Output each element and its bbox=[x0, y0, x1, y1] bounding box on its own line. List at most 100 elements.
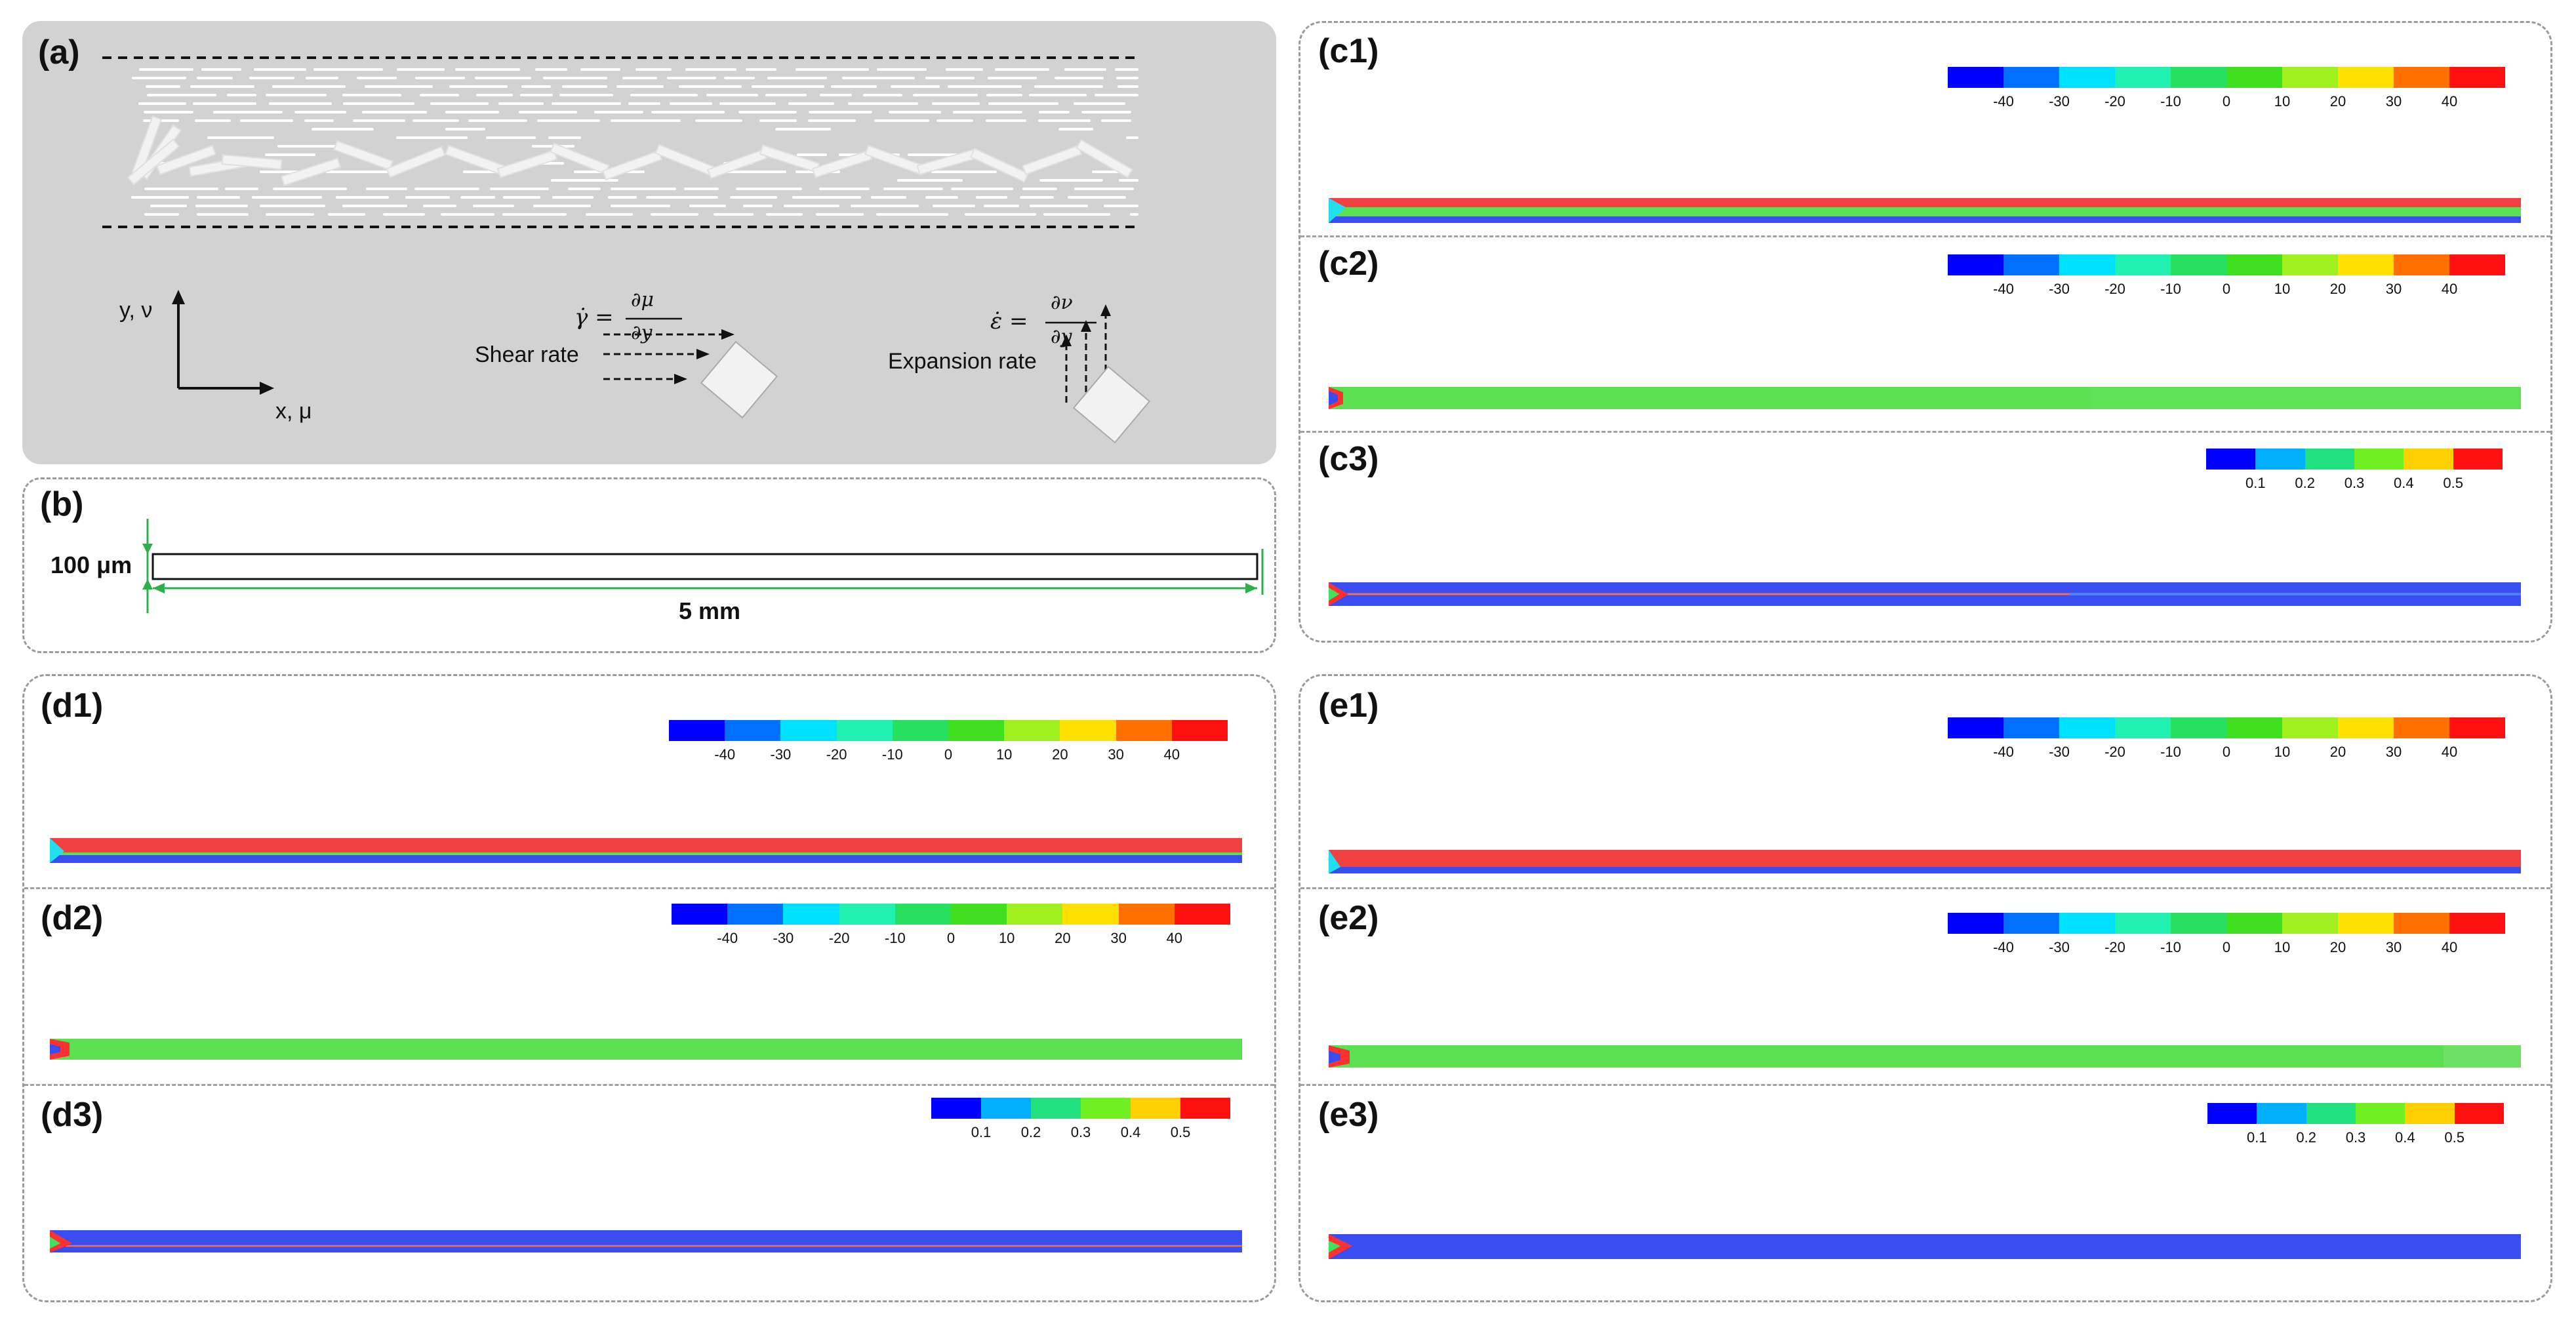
fiber-rod bbox=[1076, 139, 1133, 178]
fiber-rod bbox=[445, 144, 505, 176]
expansion-rate-denominator: ∂y bbox=[1051, 325, 1072, 348]
colorbar-tick-label: -10 bbox=[884, 930, 906, 946]
colorbar-d3 bbox=[931, 1098, 1230, 1119]
colorbar-cell bbox=[2306, 1103, 2356, 1124]
colorbar-tick-label: 0 bbox=[2222, 939, 2231, 955]
colorbar-tick-label: 0.4 bbox=[2394, 475, 2414, 491]
fiber-rod bbox=[280, 157, 342, 186]
fiber-segments bbox=[131, 68, 1138, 216]
colorbar-cell bbox=[2338, 67, 2394, 88]
colorbar-cell bbox=[1948, 67, 2003, 88]
colorbar-cell bbox=[2453, 449, 2503, 470]
fiber-rod bbox=[550, 142, 610, 175]
fiber-rod bbox=[221, 154, 283, 170]
colorbar-tick-label: 40 bbox=[2441, 93, 2458, 110]
colorbar-tick-label: -30 bbox=[2049, 744, 2070, 760]
colorbar-cell bbox=[1948, 913, 2003, 934]
colorbar-e2 bbox=[1948, 913, 2505, 934]
colorbar-tick-label: 10 bbox=[2274, 281, 2291, 297]
colorbar-tick-label: 0.2 bbox=[2295, 475, 2315, 491]
colorbar-tick-label: 40 bbox=[1163, 746, 1180, 763]
colorbar-cell bbox=[2207, 1103, 2257, 1124]
colorbar-cell bbox=[2171, 717, 2226, 738]
field-d1-shear-rate bbox=[50, 838, 1242, 863]
colorbar-cell bbox=[783, 904, 839, 925]
shear-rate-label: Shear rate bbox=[475, 342, 579, 367]
colorbar-cell bbox=[2206, 449, 2256, 470]
colorbar-cell bbox=[2394, 913, 2449, 934]
colorbar-cell bbox=[948, 720, 1005, 741]
colorbar-cell bbox=[2449, 717, 2505, 738]
colorbar-cell bbox=[2405, 1103, 2455, 1124]
colorbar-cell bbox=[931, 1098, 981, 1119]
shear-element bbox=[700, 340, 778, 419]
panel-label-a: (a) bbox=[38, 33, 80, 71]
colorbar-tick-label: 20 bbox=[2329, 281, 2346, 297]
colorbar-tick-label: -40 bbox=[1993, 744, 2014, 760]
panel-label-c1: (c1) bbox=[1318, 32, 1379, 70]
field-d2-expansion-rate bbox=[50, 1039, 1242, 1060]
fiber-channel-drawing bbox=[102, 56, 1151, 444]
panel-label-b: (b) bbox=[40, 485, 84, 523]
colorbar-tick-label: -40 bbox=[1993, 93, 2014, 110]
colorbar-cell bbox=[2115, 254, 2171, 275]
panel-label-d2: (d2) bbox=[41, 899, 104, 937]
colorbar-cell bbox=[981, 1098, 1031, 1119]
colorbar-cell bbox=[2226, 717, 2282, 738]
colorbar-cell bbox=[1174, 904, 1231, 925]
colorbar-cell bbox=[672, 904, 728, 925]
colorbar-cell bbox=[727, 904, 784, 925]
colorbar-tick-label: -40 bbox=[714, 746, 736, 763]
colorbar-cell bbox=[1948, 254, 2003, 275]
colorbar-tick-label: -40 bbox=[717, 930, 738, 946]
colorbar-cell bbox=[2059, 67, 2115, 88]
panel-label-d1: (d1) bbox=[41, 687, 104, 725]
colorbar-tick-label: -20 bbox=[2104, 744, 2125, 760]
geometry-drawing bbox=[142, 519, 1264, 613]
colorbar-tick-label: -40 bbox=[1993, 939, 2014, 955]
colorbar-cell bbox=[2115, 717, 2171, 738]
colorbar-tick-label: 10 bbox=[998, 930, 1015, 946]
colorbar-tick-label: 0.3 bbox=[2344, 475, 2365, 491]
colorbar-cell bbox=[1004, 720, 1060, 741]
colorbar-tick-label: 20 bbox=[2329, 93, 2346, 110]
colorbar-cell bbox=[892, 720, 949, 741]
colorbar-tick-label: 30 bbox=[2385, 939, 2402, 955]
colorbar-cell bbox=[895, 904, 952, 925]
colorbar-tick-label: -30 bbox=[2049, 939, 2070, 955]
colorbar-cell bbox=[1131, 1098, 1180, 1119]
height-dimension-label: 100 μm bbox=[50, 551, 132, 578]
colorbar-tick-label: -10 bbox=[2160, 939, 2181, 955]
colorbar-cell bbox=[2394, 254, 2449, 275]
expansion-rate-numerator: ∂ν bbox=[1051, 291, 1073, 314]
channel-outline bbox=[151, 553, 1258, 580]
colorbar-cell bbox=[2171, 254, 2226, 275]
colorbar-tick-label: 10 bbox=[2274, 939, 2291, 955]
colorbar-tick-label: -20 bbox=[2104, 939, 2125, 955]
colorbar-cell bbox=[1171, 720, 1228, 741]
colorbar-cell bbox=[1948, 717, 2003, 738]
colorbar-cell bbox=[2171, 913, 2226, 934]
panel-b-geometry: (b) 100 μm 5 mm bbox=[22, 477, 1276, 653]
colorbar-tick-label: 0.3 bbox=[2345, 1129, 2366, 1146]
fiber-rod bbox=[654, 144, 715, 176]
colorbar-e3 bbox=[2207, 1103, 2504, 1124]
colorbar-cell bbox=[2003, 717, 2059, 738]
colorbar-tick-label: 0 bbox=[946, 930, 956, 946]
field-c2-expansion-rate bbox=[1329, 387, 2521, 409]
colorbar-c3 bbox=[2206, 449, 2503, 470]
colorbar-tick-label: 30 bbox=[2385, 281, 2402, 297]
panel-label-e3: (e3) bbox=[1318, 1096, 1379, 1134]
colorbar-cell bbox=[2338, 717, 2394, 738]
colorbar-cell bbox=[1118, 904, 1175, 925]
colorbar-tick-label: 0.4 bbox=[1120, 1124, 1141, 1140]
colorbar-tick-label: 0.5 bbox=[2444, 1129, 2465, 1146]
panel-d-group bbox=[22, 674, 1276, 1302]
colorbar-tick-label: -10 bbox=[2160, 281, 2181, 297]
colorbar-tick-label: 0.1 bbox=[2245, 475, 2266, 491]
